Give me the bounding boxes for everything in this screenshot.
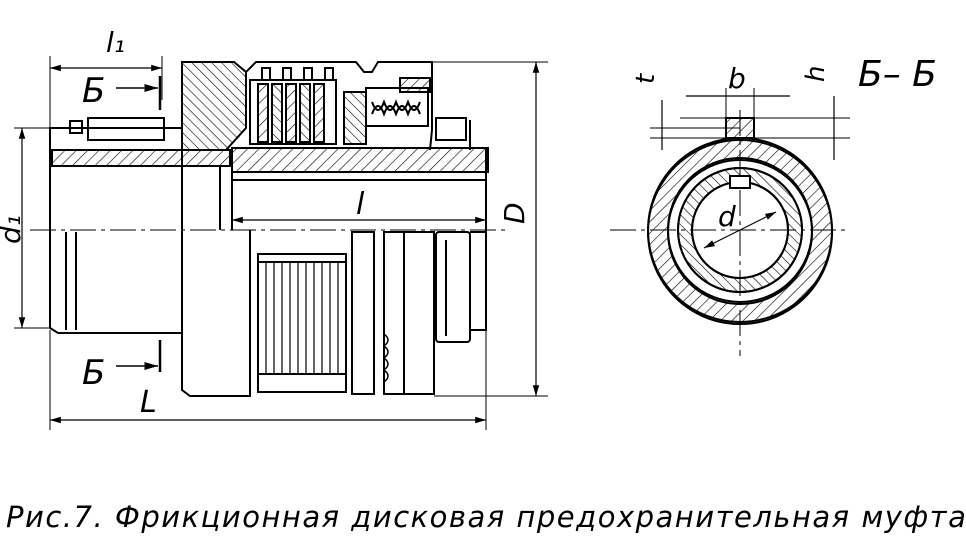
left-key (87, 117, 165, 141)
left-hub (49, 127, 183, 334)
label-D: D (498, 202, 531, 224)
label-section-top: Б (82, 71, 105, 111)
section-view (610, 88, 850, 356)
label-section-title: Б– Б (858, 54, 937, 95)
friction-discs-top (249, 67, 337, 145)
label-l1: l₁ (106, 26, 125, 59)
label-d: d (718, 200, 736, 233)
label-d1: d₁ (0, 215, 27, 244)
inner-shaft-section (231, 147, 489, 173)
outer-ring (647, 139, 834, 325)
left-hub-section (51, 149, 231, 167)
key-slot (729, 175, 751, 189)
friction-discs-bottom (257, 253, 347, 393)
figure-caption: Рис.7. Фрикционная дисковая предохраните… (6, 500, 966, 534)
housing-top (181, 61, 247, 151)
housing-bottom (181, 230, 251, 397)
label-L: L (140, 385, 157, 420)
label-l: l (356, 187, 365, 222)
labels: l₁ Б Б d₁ l D L t b h Б– Б d (0, 26, 937, 420)
label-b: b (728, 62, 746, 95)
main-view (14, 56, 548, 430)
spring-bottom (382, 333, 389, 383)
pressure-plate (343, 91, 367, 145)
label-h: h (801, 66, 831, 82)
label-section-bottom: Б (82, 353, 105, 393)
dim-d (703, 211, 777, 249)
label-t: t (631, 73, 661, 84)
